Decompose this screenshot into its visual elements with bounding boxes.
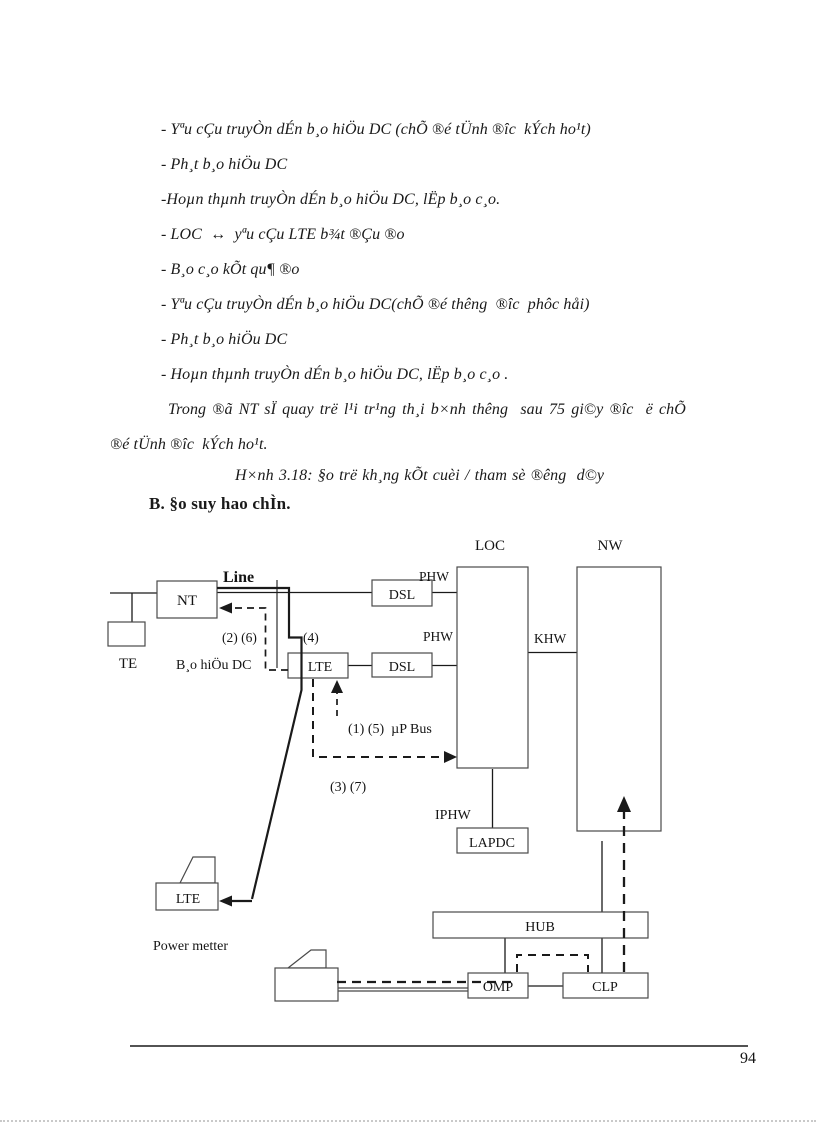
step-2-6-label: (2) (6): [222, 630, 257, 645]
hub-box: [432, 911, 649, 939]
step-4-label: (4): [303, 630, 319, 645]
power-meter-top-shape: [179, 856, 216, 884]
line-label: Line: [223, 569, 254, 586]
bullet-line: - Yªu cÇu truyÒn dÉn b¸o hiÖu DC(chÕ ®é …: [161, 296, 590, 313]
diagram-labels: Line NT TE DSL DSL PHW PHW LOC NW KHW LT…: [119, 538, 756, 1067]
dsl-bottom-box: [371, 652, 433, 678]
lte-box: [287, 652, 349, 679]
bullet-line: - LOC ↔ yªu cÇu LTE b¾t ®Çu ®o: [161, 226, 405, 243]
signal-paths: [130, 580, 748, 1047]
lapdc-label: LAPDC: [469, 836, 515, 851]
clp-box: [562, 972, 649, 999]
nw-label: NW: [598, 538, 624, 554]
nt-label: NT: [177, 593, 197, 609]
bullet-line: -Hoµn thµnh truyÒn dÉn b¸o hiÖu DC, lËp …: [161, 191, 501, 208]
bullet-line: - Hoµn thµnh truyÒn dÉn b¸o hiÖu DC, lËp…: [161, 366, 509, 383]
nt-box: [156, 580, 218, 619]
phw-bottom-label: PHW: [423, 629, 453, 644]
paragraph-line: Trong ®ã NT sÏ quay trë l¹i tr¹ng th¸i b…: [168, 401, 686, 418]
nw-box: [576, 566, 662, 832]
lte-meter-label: LTE: [176, 892, 200, 907]
omp-clp-dashed-bridge: [516, 954, 589, 972]
up-bus-arrowhead: [444, 751, 457, 763]
lapdc-box: [456, 827, 529, 854]
diagram-boxes: [107, 566, 662, 1002]
figure-caption: H×nh 3.18: §o trë kh¸ng kÕt cuèi / tham …: [235, 467, 605, 484]
hub-label: HUB: [525, 920, 555, 935]
omp-box: [467, 972, 529, 999]
dsl-bottom-label: DSL: [389, 660, 415, 675]
bullet-line: - Ph¸t b¸o hiÖu DC: [161, 331, 288, 348]
printer-top-shape: [286, 949, 327, 969]
phw-top-label: PHW: [419, 569, 449, 584]
loc-label: LOC: [475, 538, 505, 554]
printer-box: [274, 967, 339, 1002]
loc-box: [456, 566, 529, 769]
bullet-line: - Yªu cÇu truyÒn dÉn b¸o hiÖu DC (chÕ ®é…: [161, 121, 591, 138]
dsl-top-box: [371, 579, 433, 607]
power-meter-label: Power metter: [153, 939, 228, 954]
bullet-line: - B¸o c¸o kÕt qu¶ ®o: [161, 261, 300, 278]
clp-to-nw-arrowhead: [617, 796, 631, 812]
lte-meter-box: [155, 882, 219, 911]
te-box: [107, 621, 146, 647]
clp-label: CLP: [592, 980, 618, 995]
dsl-top-label: DSL: [389, 588, 415, 603]
omp-label: OMP: [483, 980, 514, 995]
bullet-line: - Ph¸t b¸o hiÖu DC: [161, 156, 288, 173]
step-3-7-label: (3) (7): [330, 780, 366, 795]
dc-signal-label: B¸o hiÖu DC: [176, 656, 251, 673]
section-heading: B. §o suy hao chÌn.: [149, 494, 291, 513]
step-1-5-bus-label: (1) (5) µP Bus: [348, 722, 432, 737]
up-bus-dashed-path: [312, 679, 446, 758]
iphw-label: IPHW: [435, 808, 472, 823]
te-label: TE: [119, 656, 137, 672]
lte-label: LTE: [308, 660, 332, 675]
lte-up-arrowhead: [331, 680, 343, 693]
meter-arrowhead: [219, 895, 232, 907]
paragraph-line: ®é tÜnh ®îc kÝch ho¹t.: [110, 436, 268, 453]
khw-label: KHW: [534, 631, 566, 646]
page-number: 94: [740, 1050, 756, 1067]
dc-signal-dashed-path: [224, 607, 288, 671]
dc-signal-arrowhead: [219, 602, 232, 614]
